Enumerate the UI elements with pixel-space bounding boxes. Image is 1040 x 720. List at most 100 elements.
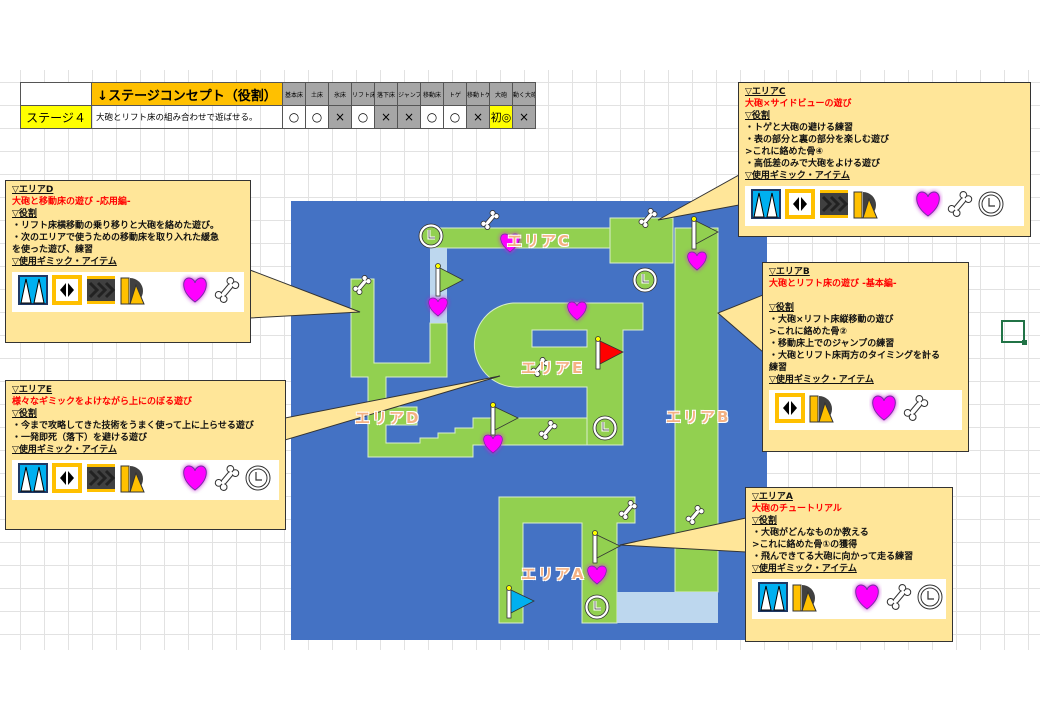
items-label: ▽使用ギミック・アイテム — [745, 171, 850, 181]
role-line: >これに絡めた骨④ — [745, 147, 824, 157]
conveyor-icon — [86, 275, 116, 309]
gimmick-header[interactable]: ジャンプ床 — [397, 82, 421, 106]
heart-icon — [852, 581, 882, 617]
spike-icon — [18, 463, 48, 497]
role-line: >これに絡めた骨①の獲得 — [752, 540, 858, 550]
role-label: ▽役割 — [12, 409, 37, 419]
gimmick-header[interactable]: リフト床 — [351, 82, 375, 106]
role-label: ▽役割 — [769, 303, 794, 313]
lift-track-horizontal — [617, 592, 718, 623]
gimmick-header[interactable]: 土床 — [305, 82, 329, 106]
role-line: ・大砲×リフト床縦移動の遊び — [769, 315, 894, 325]
callout-title: ▽エリアD — [12, 185, 54, 195]
conveyor-icon — [86, 463, 116, 497]
role-line: >これに絡めた骨② — [769, 327, 848, 337]
callout-title: ▽エリアB — [769, 267, 810, 277]
cannon-icon — [120, 275, 154, 309]
stage-name[interactable]: ステージ４ — [20, 105, 92, 129]
checkpoint-flag-icon — [592, 530, 621, 564]
role-line: 練習 — [769, 363, 788, 373]
checkpoint-flag-icon — [435, 263, 464, 297]
callout-area-d[interactable]: ▽エリアD 大砲と移動床の遊び -応用編- ▽役割・リフト床横移動の乗り移りと大砲を… — [5, 180, 251, 343]
role-line: ・飛んできてる大砲に向かって走る練習 — [752, 552, 914, 562]
gimmick-header[interactable]: 大砲 — [489, 82, 513, 106]
gimmick-value[interactable]: ○ — [282, 105, 306, 129]
gimmick-header[interactable]: 基本床 — [282, 82, 306, 106]
heart-icon — [180, 274, 210, 310]
gimmick-item-icons — [12, 272, 244, 312]
callout-theme: 大砲とリフト床の遊び -基本編- — [769, 279, 897, 289]
gimmick-item-icons — [12, 460, 279, 500]
role-line: ・大砲がどんなものか教える — [752, 528, 869, 538]
stage-description[interactable]: 大砲とリフト床の組み合わせで遊ばせる。 — [91, 105, 283, 129]
stage-concept-table: ↓ステージコンセプト（役割） 基本床 土床 氷床 リフト床 落下床 ジャンプ床 … — [20, 82, 536, 129]
clock-icon — [583, 593, 611, 621]
clock-icon — [417, 222, 445, 250]
spike-icon — [758, 582, 788, 616]
gimmick-value[interactable]: × — [374, 105, 398, 129]
role-line: ・表の部分と裏の部分を楽しむ遊び — [745, 135, 890, 145]
area-a-label: エリアA — [521, 565, 586, 583]
gimmick-header[interactable]: 移動トゲ — [466, 82, 490, 106]
cannon-icon — [853, 189, 887, 223]
heart-icon — [869, 392, 899, 428]
heart-icon — [180, 462, 210, 498]
lift-icon — [775, 393, 805, 427]
gimmick-item-icons — [745, 186, 1024, 226]
area-a-platform — [498, 496, 636, 624]
gimmick-value[interactable]: × — [397, 105, 421, 129]
concept-header[interactable]: ↓ステージコンセプト（役割） — [91, 82, 283, 106]
callout-theme: 大砲×サイドビューの遊び — [745, 99, 852, 109]
callout-theme: 大砲のチュートリアル — [752, 504, 842, 514]
gimmick-value[interactable]: 初◎ — [489, 105, 513, 129]
clock-icon — [591, 414, 619, 442]
area-e-label: エリアE — [521, 359, 585, 377]
gimmick-item-icons — [769, 390, 962, 430]
clock-icon — [977, 190, 1005, 222]
lift-icon — [52, 463, 82, 497]
table-header-row: ↓ステージコンセプト（役割） 基本床 土床 氷床 リフト床 落下床 ジャンプ床 … — [20, 82, 536, 106]
role-line: ・高低差のみで大砲をよける遊び — [745, 159, 881, 169]
gimmick-value[interactable]: ○ — [443, 105, 467, 129]
callout-theme: 様々なギミックをよけながら上にのぼる遊び — [12, 397, 193, 407]
selected-cell[interactable] — [1001, 320, 1027, 345]
callout-area-b[interactable]: ▽エリアB 大砲とリフト床の遊び -基本編- ▽役割・大砲×リフト床縦移動の遊び >こ… — [762, 262, 969, 452]
callout-tails — [249, 174, 764, 553]
role-line: ・リフト床横移動の乗り移りと大砲を絡めた遊び。 — [12, 221, 220, 231]
gimmick-value[interactable]: ○ — [351, 105, 375, 129]
bone-icon — [946, 189, 974, 223]
blank-cell[interactable] — [20, 82, 92, 106]
gimmick-value[interactable]: × — [512, 105, 536, 129]
area-c-label: エリアC — [507, 232, 572, 250]
gimmick-header[interactable]: 移動床 — [420, 82, 444, 106]
conveyor-icon — [819, 189, 849, 223]
clock-icon — [916, 583, 944, 615]
items-label: ▽使用ギミック・アイテム — [12, 445, 117, 455]
ground-platforms — [350, 217, 719, 624]
start-flag-icon — [506, 585, 535, 619]
callout-title: ▽エリアC — [745, 87, 786, 97]
checkpoint-flag-icon — [490, 402, 519, 436]
map-flags — [435, 216, 719, 619]
heart-icon — [913, 188, 943, 224]
role-label: ▽役割 — [12, 209, 37, 219]
items-label: ▽使用ギミック・アイテム — [12, 257, 117, 267]
role-line: ・大砲とリフト床両方のタイミングを計る — [769, 351, 941, 361]
role-line: ・移動床上でのジャンプの練習 — [769, 339, 895, 349]
callout-title: ▽エリアA — [752, 492, 793, 502]
gimmick-header[interactable]: 落下床 — [374, 82, 398, 106]
clock-icon — [631, 266, 659, 294]
area-d-label: エリアD — [355, 409, 421, 427]
callout-theme: 大砲と移動床の遊び -応用編- — [12, 197, 131, 207]
area-c-block — [609, 217, 674, 264]
items-label: ▽使用ギミック・アイテム — [752, 564, 857, 574]
role-line: ・今まで攻略してきた技術をうまく使って上に上らせる遊び — [12, 421, 254, 431]
goal-flag-icon — [595, 336, 624, 370]
items-label: ▽使用ギミック・アイテム — [769, 375, 874, 385]
gimmick-value[interactable]: × — [328, 105, 352, 129]
role-line: ・トゲと大砲の避ける練習 — [745, 123, 854, 133]
